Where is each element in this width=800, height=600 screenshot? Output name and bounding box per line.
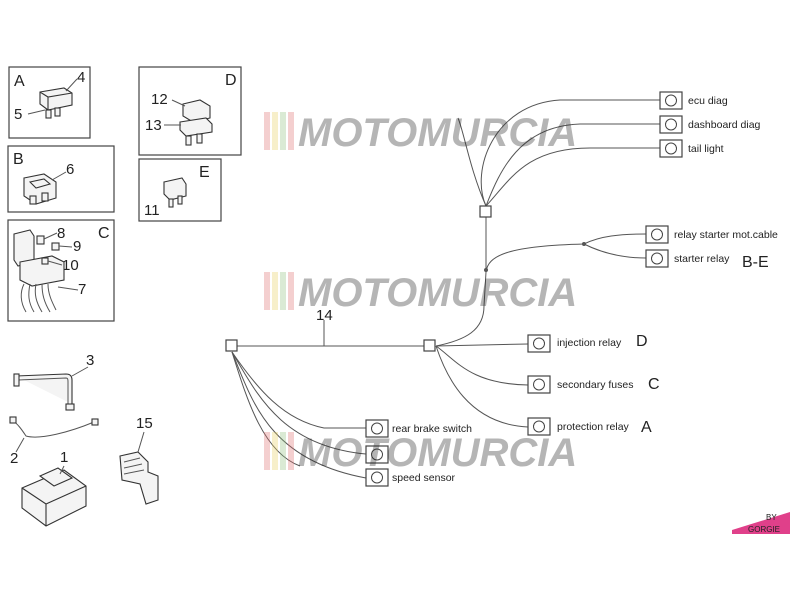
group-c-panel: C 8 9 10 7	[7, 219, 115, 322]
cable-part-3	[13, 373, 75, 411]
group-b-panel: B 6	[7, 145, 115, 213]
group-b-letter: B	[13, 151, 24, 168]
connector-relay-starter-mot-cable: relay starter mot.cable	[645, 225, 778, 244]
harness-node-right	[423, 339, 436, 352]
part-number-8: 8	[57, 225, 65, 242]
fuse-box-part-c	[13, 229, 65, 313]
badge-line2: GORGIE	[748, 525, 780, 534]
connector-injection-relay: injection relay D	[527, 333, 648, 353]
group-e-letter: E	[199, 164, 210, 181]
group-a-letter: A	[14, 73, 25, 90]
part-number-5: 5	[14, 106, 22, 123]
group-c-letter: C	[98, 225, 110, 242]
part-number-13: 13	[145, 117, 162, 134]
part-number-12: 12	[151, 91, 168, 108]
part-number-10: 10	[62, 257, 79, 274]
group-e-panel: E 11	[138, 158, 222, 222]
harness-number-14: 14	[316, 307, 333, 324]
socket-part-b	[23, 173, 57, 205]
watermark-text-bottom: MOTOMURCIA	[298, 431, 577, 475]
connector-speed-sensor	[365, 445, 389, 464]
splice-point-starter	[582, 242, 586, 246]
part-number-4: 4	[77, 69, 85, 86]
part-number-1: 1	[60, 449, 68, 466]
watermark-text-top: MOTOMURCIA	[298, 111, 577, 155]
connector-label-secondary-fuses: secondary fuses	[557, 379, 633, 391]
connector-label-rear-brake-switch: rear brake switch	[392, 423, 472, 435]
connector-secondary-fuses: secondary fuses C	[527, 375, 660, 394]
watermark-text-middle: MOTOMURCIA	[298, 271, 577, 315]
connector-label-dashboard-diag: dashboard diag	[688, 119, 761, 131]
fuse-part-e	[163, 177, 187, 208]
group-d-panel: D 12 13	[138, 66, 242, 156]
group-d-letter: D	[225, 72, 237, 89]
connector-label-protection-relay: protection relay	[557, 421, 630, 433]
harness-node-left	[225, 339, 238, 352]
boot-part-15	[119, 451, 159, 505]
battery-part-1	[21, 467, 87, 527]
connector-label-starter-relay: starter relay	[674, 253, 730, 265]
part-number-15: 15	[136, 415, 153, 432]
relay-part-d	[179, 99, 213, 146]
connector-group-secondary-fuses: C	[648, 376, 660, 393]
relay-part-a	[39, 87, 73, 119]
part-number-6: 6	[66, 161, 74, 178]
connector-group-starter-relay: B-E	[742, 254, 769, 271]
connector-label-injection-relay: injection relay	[557, 337, 622, 349]
connector-label-tail-light: tail light	[688, 143, 724, 155]
splice-point-trunk	[484, 268, 488, 272]
connector-ecu-diag: ecu diag	[659, 91, 728, 110]
connector-label-ecu-diag: ecu diag	[688, 95, 728, 107]
connector-dashboard-diag: dashboard diag	[659, 115, 761, 134]
part-number-11: 11	[144, 202, 160, 219]
connector-group-protection-relay: A	[641, 419, 652, 436]
connector-label-relay-starter-mot-cable: relay starter mot.cable	[674, 229, 778, 241]
part-number-2: 2	[10, 450, 18, 467]
wiring-harness: 14	[225, 99, 660, 479]
watermark-bottom: MOTOMURCIA	[264, 431, 577, 475]
gorgie-badge: BY GORGIE	[732, 512, 790, 534]
part-number-9: 9	[73, 238, 81, 255]
watermark-middle: MOTOMURCIA	[264, 271, 577, 315]
connector-rear-brake-switch: rear brake switch	[365, 419, 472, 438]
part-number-7: 7	[78, 281, 86, 298]
connector-speed-sensor-2: speed sensor	[365, 468, 456, 487]
badge-line1: BY	[766, 513, 777, 522]
harness-node-top	[479, 205, 492, 218]
part-number-3: 3	[86, 352, 94, 369]
connector-group-injection-relay: D	[636, 333, 648, 350]
cable-part-2	[9, 416, 99, 438]
connector-label-speed-sensor: speed sensor	[392, 472, 456, 484]
connector-starter-relay: starter relay B-E	[645, 249, 769, 271]
connector-protection-relay: protection relay A	[527, 417, 652, 436]
group-a-panel: A 4 5	[8, 66, 91, 139]
connector-tail-light: tail light	[659, 139, 724, 158]
watermark-top: MOTOMURCIA	[264, 111, 577, 155]
loose-parts: 3 2 1 15	[9, 352, 159, 527]
